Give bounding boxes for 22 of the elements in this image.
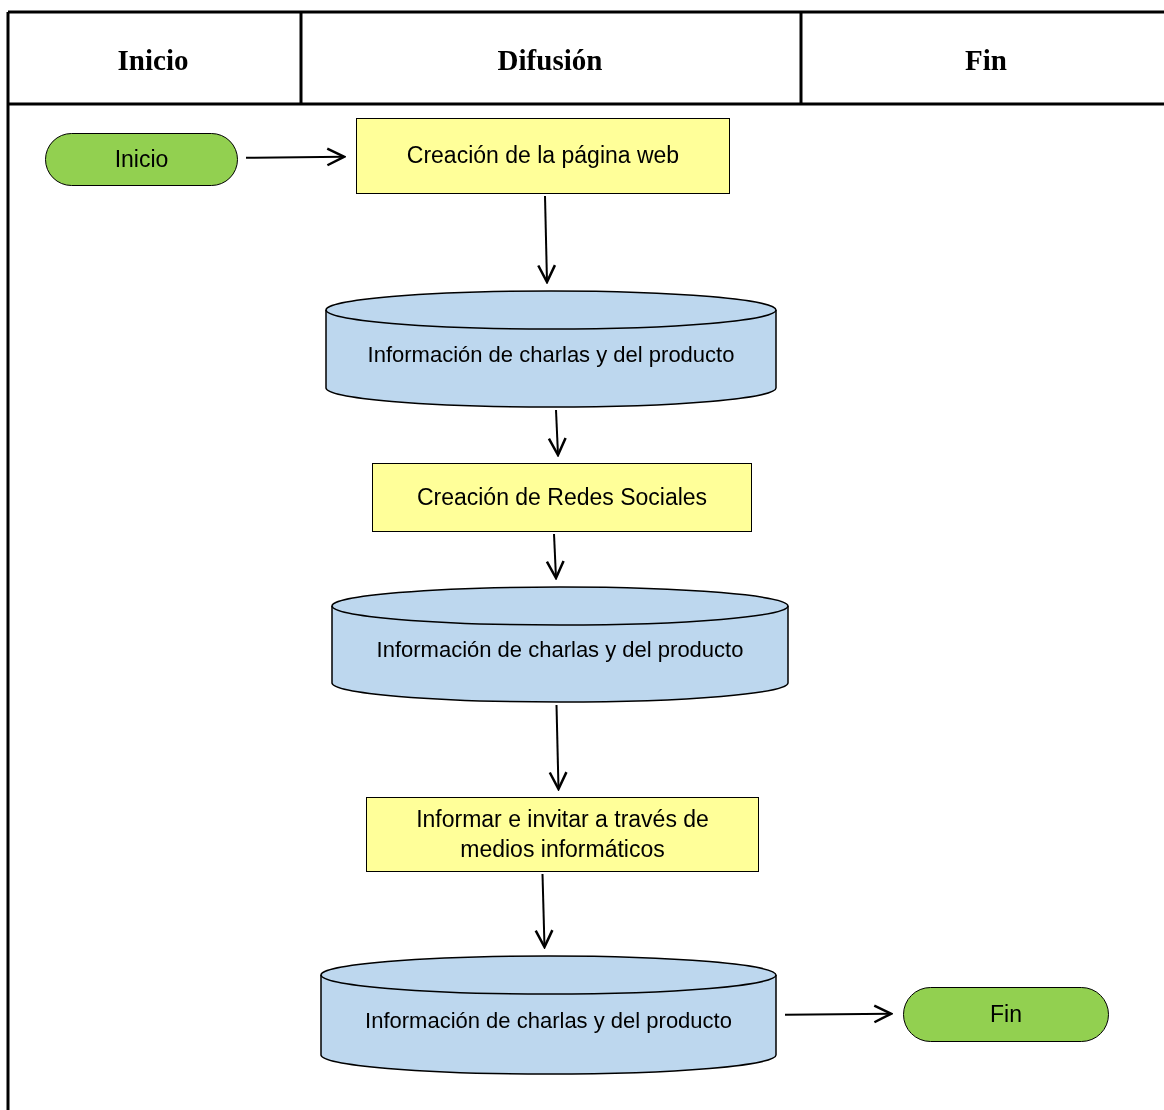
node-text: Información de charlas y del producto	[365, 1006, 732, 1035]
arrow	[245, 147, 346, 167]
process-box	[366, 797, 759, 872]
arrow	[545, 533, 565, 580]
node-text: Creación de la página web	[405, 141, 681, 171]
node-text: Creación de Redes Sociales	[415, 482, 709, 512]
process-box	[372, 463, 752, 532]
column-header: Difusión	[497, 43, 603, 77]
column-header: Fin	[965, 43, 1007, 77]
terminal-shape	[45, 133, 238, 186]
node-text: Información de charlas y del producto	[376, 636, 744, 665]
process-box	[356, 118, 730, 194]
node-text: Informar e invitar a través de medios informáticos	[415, 804, 710, 864]
node-text: Fin	[990, 999, 1022, 1029]
arrow	[547, 409, 567, 457]
arrow	[534, 873, 554, 949]
arrow	[537, 195, 557, 284]
arrow	[548, 704, 568, 791]
column-header: Inicio	[117, 43, 189, 77]
node-text: Información de charlas y del producto	[367, 340, 735, 369]
node-text: Inicio	[114, 144, 169, 174]
arrow	[784, 1004, 893, 1024]
